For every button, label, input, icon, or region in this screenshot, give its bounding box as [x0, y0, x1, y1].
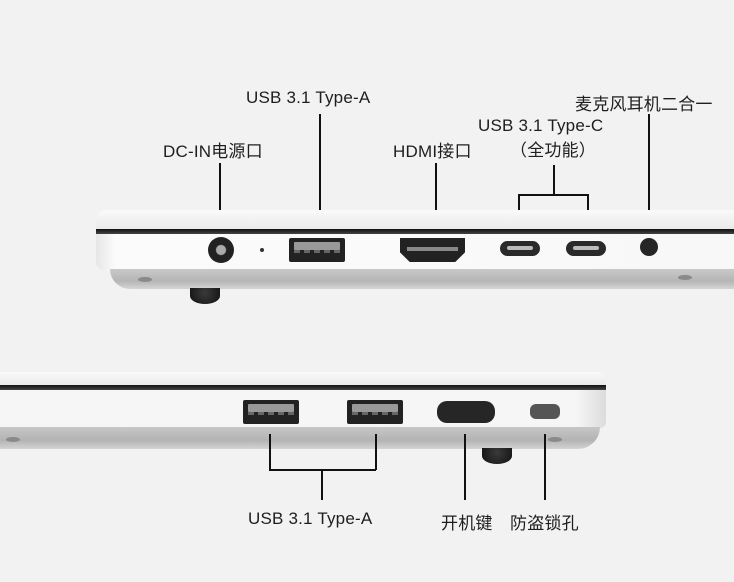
screw-icon	[678, 275, 692, 280]
bottom-laptop-side	[0, 390, 606, 428]
usb-a-port-icon	[347, 400, 403, 424]
hdmi-port-icon	[400, 238, 465, 262]
usb-a-port-icon	[289, 238, 345, 262]
label-top-usb-a: USB 3.1 Type-A	[246, 88, 371, 107]
security-lock-slot-icon	[530, 404, 560, 419]
leader-line-usb-a-1	[269, 434, 271, 470]
top-laptop-hinge-gap	[96, 229, 734, 234]
leader-line-audio	[648, 114, 650, 235]
rubber-foot-icon	[482, 448, 512, 464]
status-led-icon	[260, 248, 264, 252]
label-power-button: 开机键	[441, 514, 493, 533]
label-hdmi: HDMI接口	[393, 142, 472, 161]
leader-line-dc-in	[219, 163, 221, 235]
power-button-icon	[437, 401, 495, 423]
screw-icon	[548, 437, 562, 442]
dc-in-port-icon	[208, 237, 234, 263]
label-usb-c-full-function: （全功能）	[510, 141, 596, 160]
leader-line-usb-c-stem	[553, 165, 555, 195]
leader-line-lock	[544, 434, 546, 500]
label-dc-in: DC-IN电源口	[163, 142, 263, 161]
leader-bracket-usb-c	[518, 194, 588, 196]
leader-line-usb-a-stem	[321, 469, 323, 500]
screw-icon	[138, 277, 152, 282]
leader-line-top-usb-a	[319, 114, 321, 234]
label-security-lock: 防盗锁孔	[510, 514, 579, 533]
usb-c-port-icon	[566, 241, 606, 256]
screw-icon	[6, 437, 20, 442]
leader-bracket-usb-a	[269, 469, 376, 471]
bottom-laptop-hinge-gap	[0, 385, 606, 390]
label-usb-c: USB 3.1 Type-C	[478, 116, 604, 135]
bottom-laptop-underside	[0, 427, 600, 449]
rubber-foot-icon	[190, 288, 220, 304]
top-laptop-underside	[110, 269, 734, 289]
leader-line-power	[464, 434, 466, 500]
usb-c-port-icon	[500, 241, 540, 256]
bottom-laptop-lid	[0, 372, 606, 386]
audio-jack-icon	[640, 238, 658, 256]
label-audio-combo: 麦克风耳机二合一	[575, 95, 713, 114]
usb-a-port-icon	[243, 400, 299, 424]
top-laptop-lid	[96, 210, 734, 230]
leader-line-hdmi	[435, 163, 437, 235]
leader-line-usb-a-2	[375, 434, 377, 470]
label-bottom-usb-a: USB 3.1 Type-A	[248, 509, 373, 528]
